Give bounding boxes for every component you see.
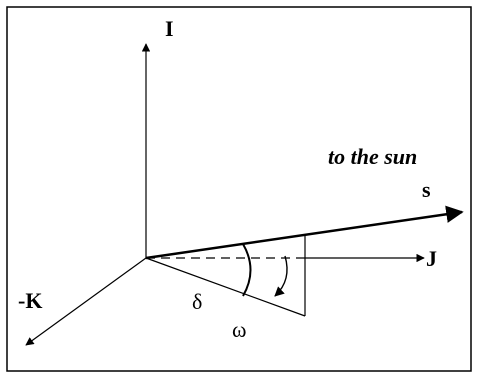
vector-s-label: s (422, 177, 431, 202)
axis-i-label: I (165, 16, 174, 41)
angle-delta-label: δ (192, 289, 202, 314)
diagram-frame (6, 6, 472, 372)
sun-caption: to the sun (328, 144, 417, 169)
angle-omega-label: ω (232, 317, 246, 342)
projection-line (145, 257, 306, 317)
axis-neg-k-line (25, 257, 147, 346)
axis-j-label: J (426, 246, 437, 271)
delta-arc (242, 243, 252, 297)
vector-s-line (145, 205, 464, 260)
axis-neg-k-label: -K (18, 288, 42, 313)
omega-arc (274, 255, 288, 297)
